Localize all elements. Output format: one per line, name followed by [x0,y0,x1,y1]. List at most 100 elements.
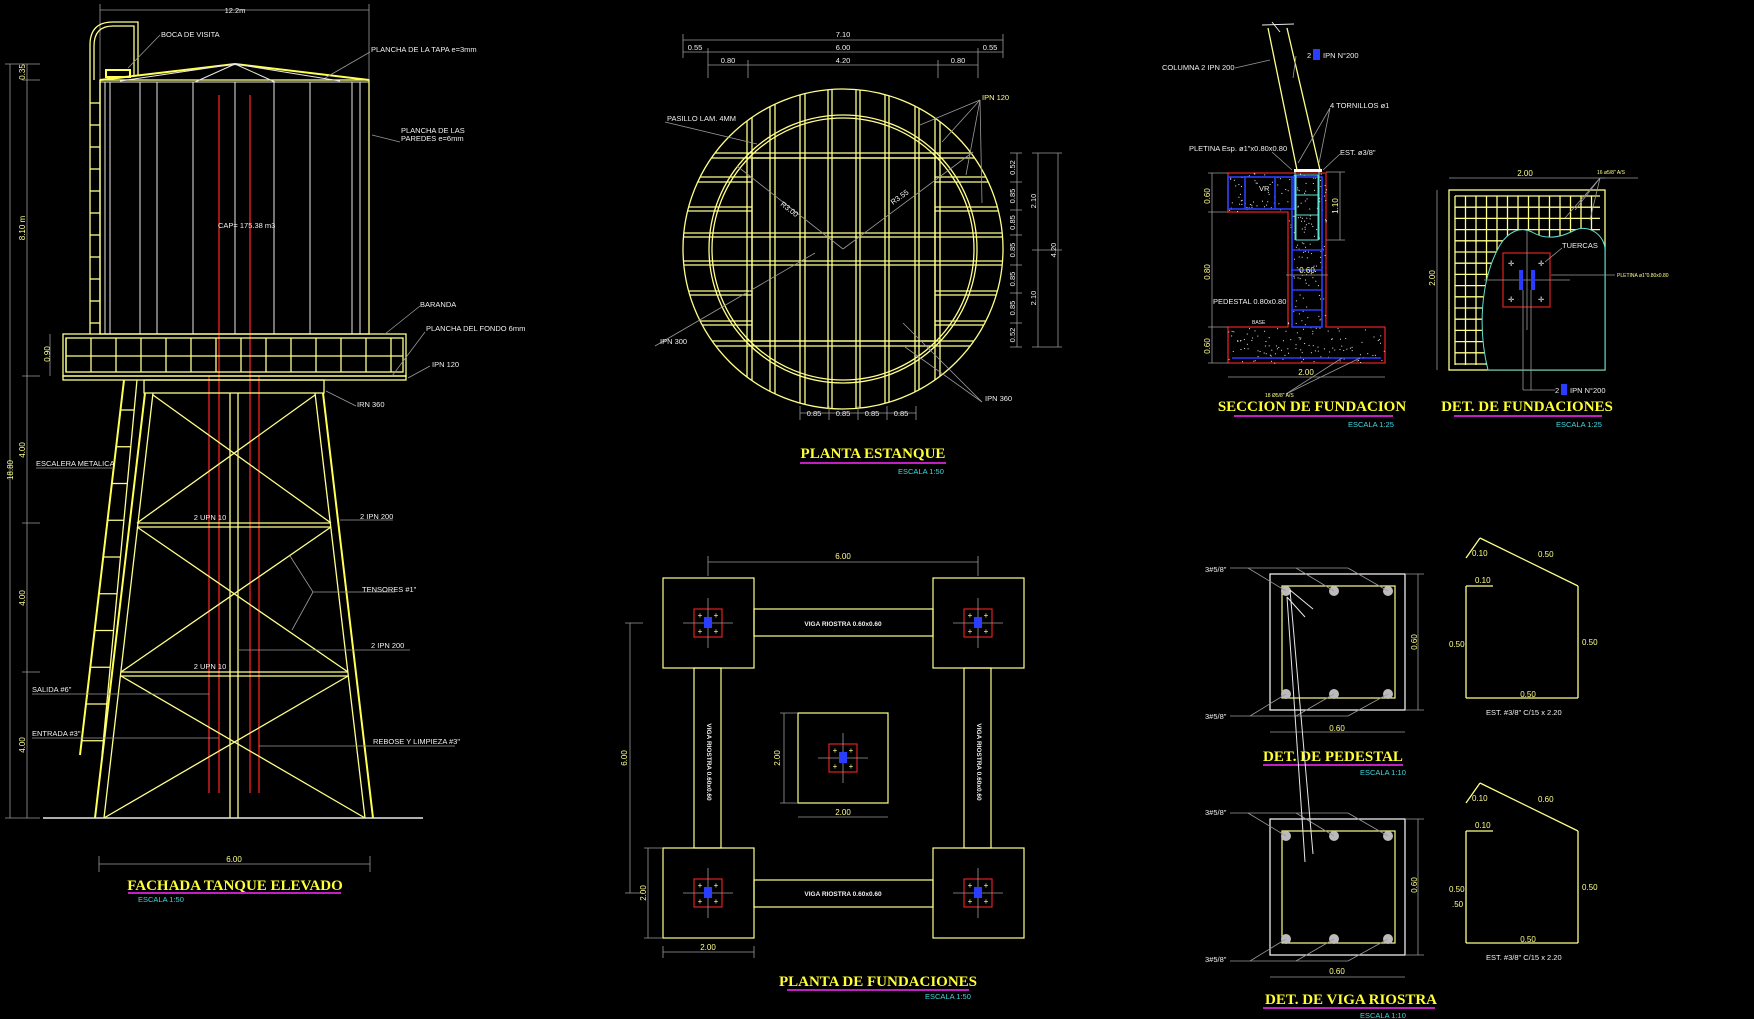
concrete-dot [1254,360,1256,362]
concrete-dot [1238,184,1240,186]
concrete-dot [1309,243,1311,245]
concrete-dot [1290,224,1292,226]
concrete-dot [1268,345,1270,347]
concrete-dot [1310,352,1312,354]
beam-label-right: VIGA RIOSTRA 0.60x0.60 [975,723,982,801]
concrete-dot [1331,338,1333,340]
leader [1347,938,1389,962]
concrete-dot [1320,318,1322,320]
platform-railing [62,333,407,381]
bolt-icon: + [849,762,854,771]
concrete-dot [1295,306,1297,308]
concrete-dot [1264,330,1266,332]
concrete-dot [1313,177,1315,179]
concrete-dot [1235,185,1237,187]
concrete-dot [1271,349,1273,351]
concrete-dot [1325,191,1327,193]
concrete-dot [1281,192,1283,194]
concrete-dot [1297,244,1299,246]
concrete-dot [1313,235,1315,237]
concrete-dot [1249,204,1251,206]
concrete-dot [1323,195,1325,197]
dim-right-outer-label: 2.10 [1029,291,1038,306]
concrete-dot [1323,246,1325,248]
concrete-dot [1325,200,1327,202]
concrete-dot [1374,354,1376,356]
stirrup-hook-a: 0.10 [1472,549,1488,558]
concrete-dot [1246,343,1248,345]
concrete-dot [1378,339,1380,341]
concrete-dot [1319,237,1321,239]
concrete-dot [1248,207,1250,209]
ipn-profile-icon [1313,49,1320,60]
dim-right-label: 0.52 [1008,160,1017,175]
concrete-dot [1248,328,1250,330]
concrete-dot [1313,361,1315,363]
det-viga-riostra: 3#5/8" 3#5/8" 0.60 0.60 0.10 0.60 0.10 0… [1205,589,1598,1019]
concrete-dot [1322,249,1324,251]
central-footing [797,712,889,804]
concrete-dot [1285,330,1287,332]
concrete-dot [1319,327,1321,329]
label-pletina: PLETINA Esp. ø1"x0.80x0.80 [1189,144,1287,153]
concrete-dot [1304,228,1306,230]
dim-right-label: 0.85 [1008,215,1017,230]
label-plancha-fondo: PLANCHA DEL FONDO 6mm [426,324,525,333]
dim-right-label: 0.85 [1008,243,1017,258]
concrete-dot [1285,189,1287,191]
stirrup-hook-a: 0.10 [1472,794,1488,803]
label-bars-top: 3#5/8" [1205,565,1227,574]
concrete-dot [1296,332,1298,334]
concrete-dot [1244,348,1246,350]
concrete-dot [1315,280,1317,282]
concrete-dot [1324,315,1326,317]
concrete-dot [1299,294,1301,296]
dim-platform: 0.90 [43,346,52,362]
title-planta-fundaciones: PLANTA DE FUNDACIONES [779,974,977,990]
concrete-dot [1304,192,1306,194]
dim-right-label: 0.85 [1008,189,1017,204]
dim-0-55-left: 0.55 [688,43,703,52]
concrete-dot [1360,362,1362,364]
concrete-dot [1257,350,1259,352]
concrete-dot [1314,350,1316,352]
dim-total-width: 2.00 [1298,368,1314,377]
concrete-dot [1324,184,1326,186]
concrete-dot [1269,183,1271,185]
concrete-dot [1251,204,1253,206]
concrete-dot [1301,242,1303,244]
concrete-dot [1282,340,1284,342]
leader [1249,693,1287,717]
bolt-icon: + [833,746,838,755]
concrete-dot [1266,204,1268,206]
concrete-dot [1298,248,1300,250]
label-bars-bottom: 3#5/8" [1205,955,1227,964]
concrete-dot [1233,331,1235,333]
stirrup-right: 0.50 [1582,883,1598,892]
concrete-dot [1288,220,1290,222]
leader [1249,938,1287,962]
dim-right-outer-label: 2.10 [1029,194,1038,209]
concrete-dot [1230,178,1232,180]
dim-right-outer-label: 4.20 [1049,243,1058,258]
bolt-icon: + [698,627,703,636]
dim-center-h: 2.00 [773,750,782,766]
concrete-dot [1229,209,1231,211]
concrete-dot [1288,352,1290,354]
concrete-dot [1329,351,1331,353]
concrete-dot [1315,327,1317,329]
concrete-dot [1345,338,1347,340]
concrete-dot [1281,349,1283,351]
concrete-dot [1228,331,1230,333]
concrete-dot [1304,343,1306,345]
stirrup-shape [1465,782,1481,804]
concrete-dot [1277,184,1279,186]
dimension-lines [1208,55,1385,395]
label-plancha-tapa: PLANCHA DE LA TAPA e=3mm [371,45,477,54]
concrete-dot [1315,265,1317,267]
concrete-dot [1293,175,1295,177]
dim-7-10: 7.10 [836,30,851,39]
concrete-dot [1308,284,1310,286]
